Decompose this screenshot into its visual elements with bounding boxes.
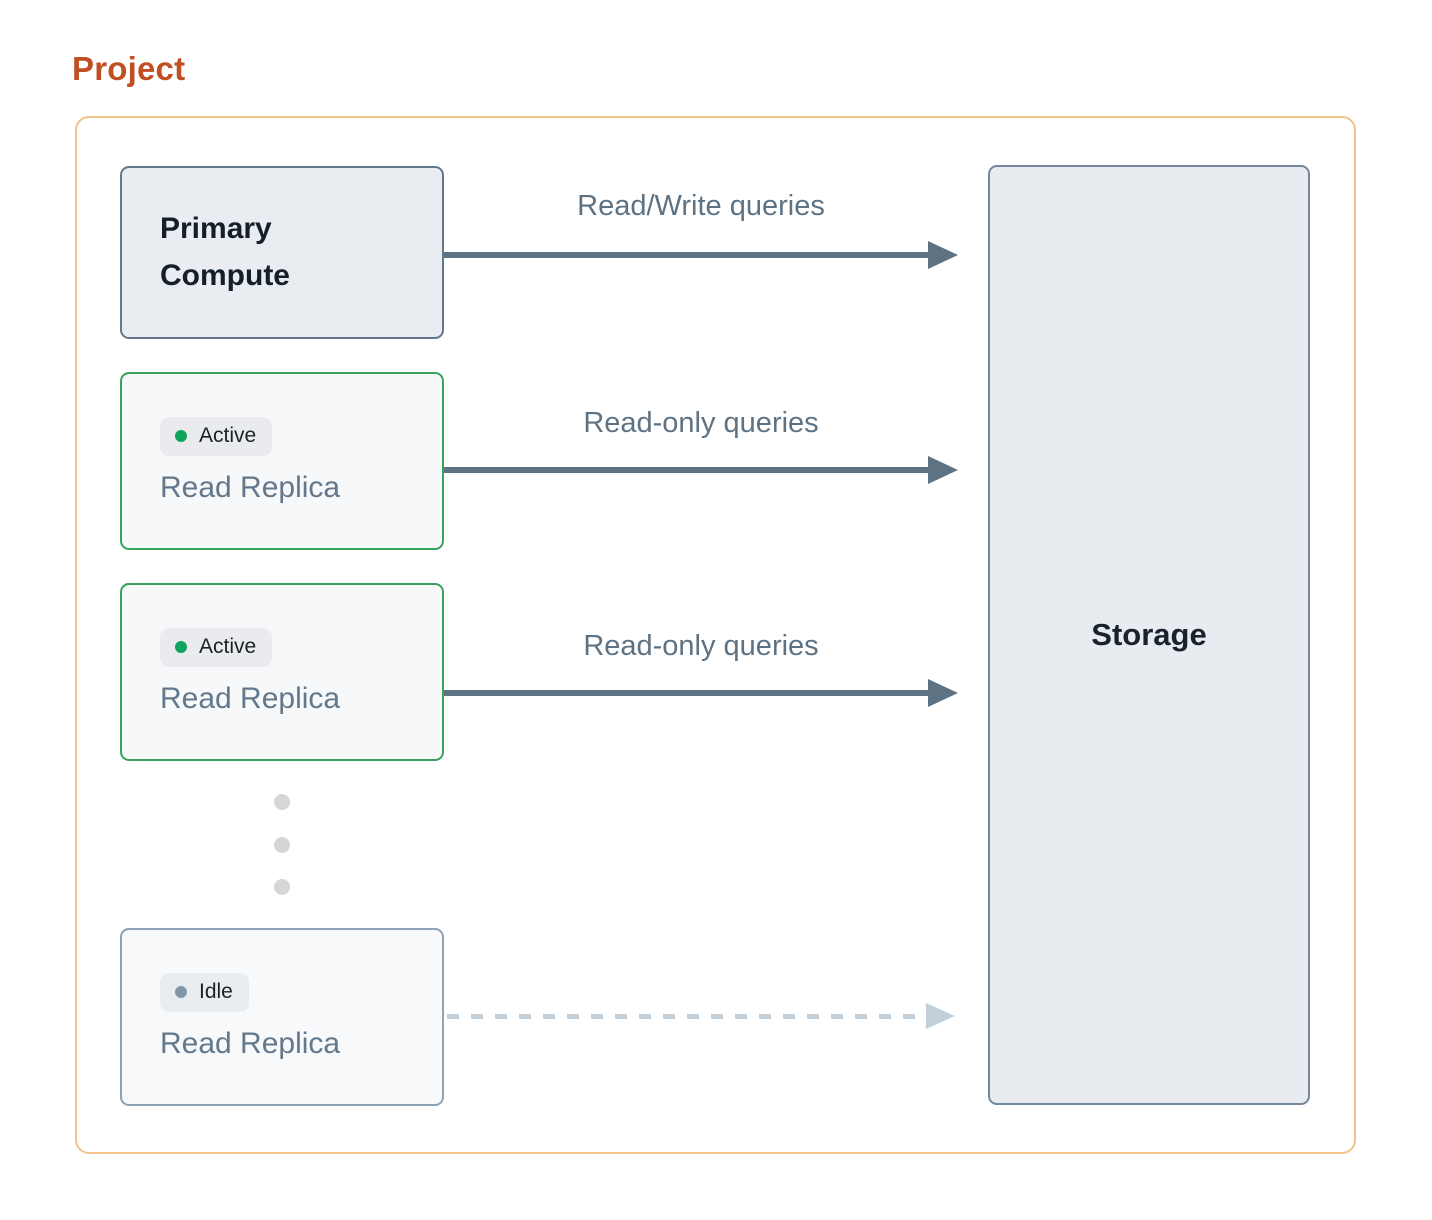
edge-label-read-only-2: Read-only queries	[583, 630, 819, 662]
primary-compute-node: Primary Compute	[120, 166, 444, 339]
read-replica-node-active-1: Active Read Replica	[120, 372, 444, 550]
replica-name: Read Replica	[160, 682, 341, 715]
idle-dot-icon	[175, 986, 187, 998]
ellipsis-dot-icon	[274, 794, 290, 810]
page-title: Project	[72, 50, 186, 87]
edge-label-read-only-1: Read-only queries	[583, 407, 819, 439]
replica-name: Read Replica	[160, 471, 341, 504]
status-badge-label: Idle	[199, 980, 233, 1003]
arrowhead-icon	[928, 679, 958, 707]
ellipsis-dot-icon	[274, 837, 290, 853]
arrowhead-icon	[928, 241, 958, 269]
arrowhead-icon	[926, 1003, 955, 1029]
arrowhead-icon	[928, 456, 958, 484]
status-badge: Active	[160, 417, 273, 456]
read-replica-node-idle: Idle Read Replica	[120, 928, 444, 1106]
storage-label: Storage	[1091, 617, 1207, 652]
edge-line-read-only-1	[444, 467, 930, 473]
read-replica-node-active-2: Active Read Replica	[120, 583, 444, 761]
status-badge-label: Active	[199, 635, 257, 658]
status-badge-label: Active	[199, 424, 257, 447]
edge-label-read-write: Read/Write queries	[577, 190, 825, 222]
active-dot-icon	[175, 641, 187, 653]
replica-name: Read Replica	[160, 1027, 341, 1060]
status-badge: Idle	[160, 973, 249, 1012]
ellipsis-dot-icon	[274, 879, 290, 895]
primary-compute-label: Primary Compute	[160, 212, 290, 292]
edge-line-read-only-2	[444, 690, 930, 696]
active-dot-icon	[175, 430, 187, 442]
storage-node: Storage	[988, 165, 1310, 1105]
edge-line-idle-dashed	[447, 1014, 924, 1019]
status-badge: Active	[160, 628, 273, 667]
edge-line-read-write	[444, 252, 930, 258]
